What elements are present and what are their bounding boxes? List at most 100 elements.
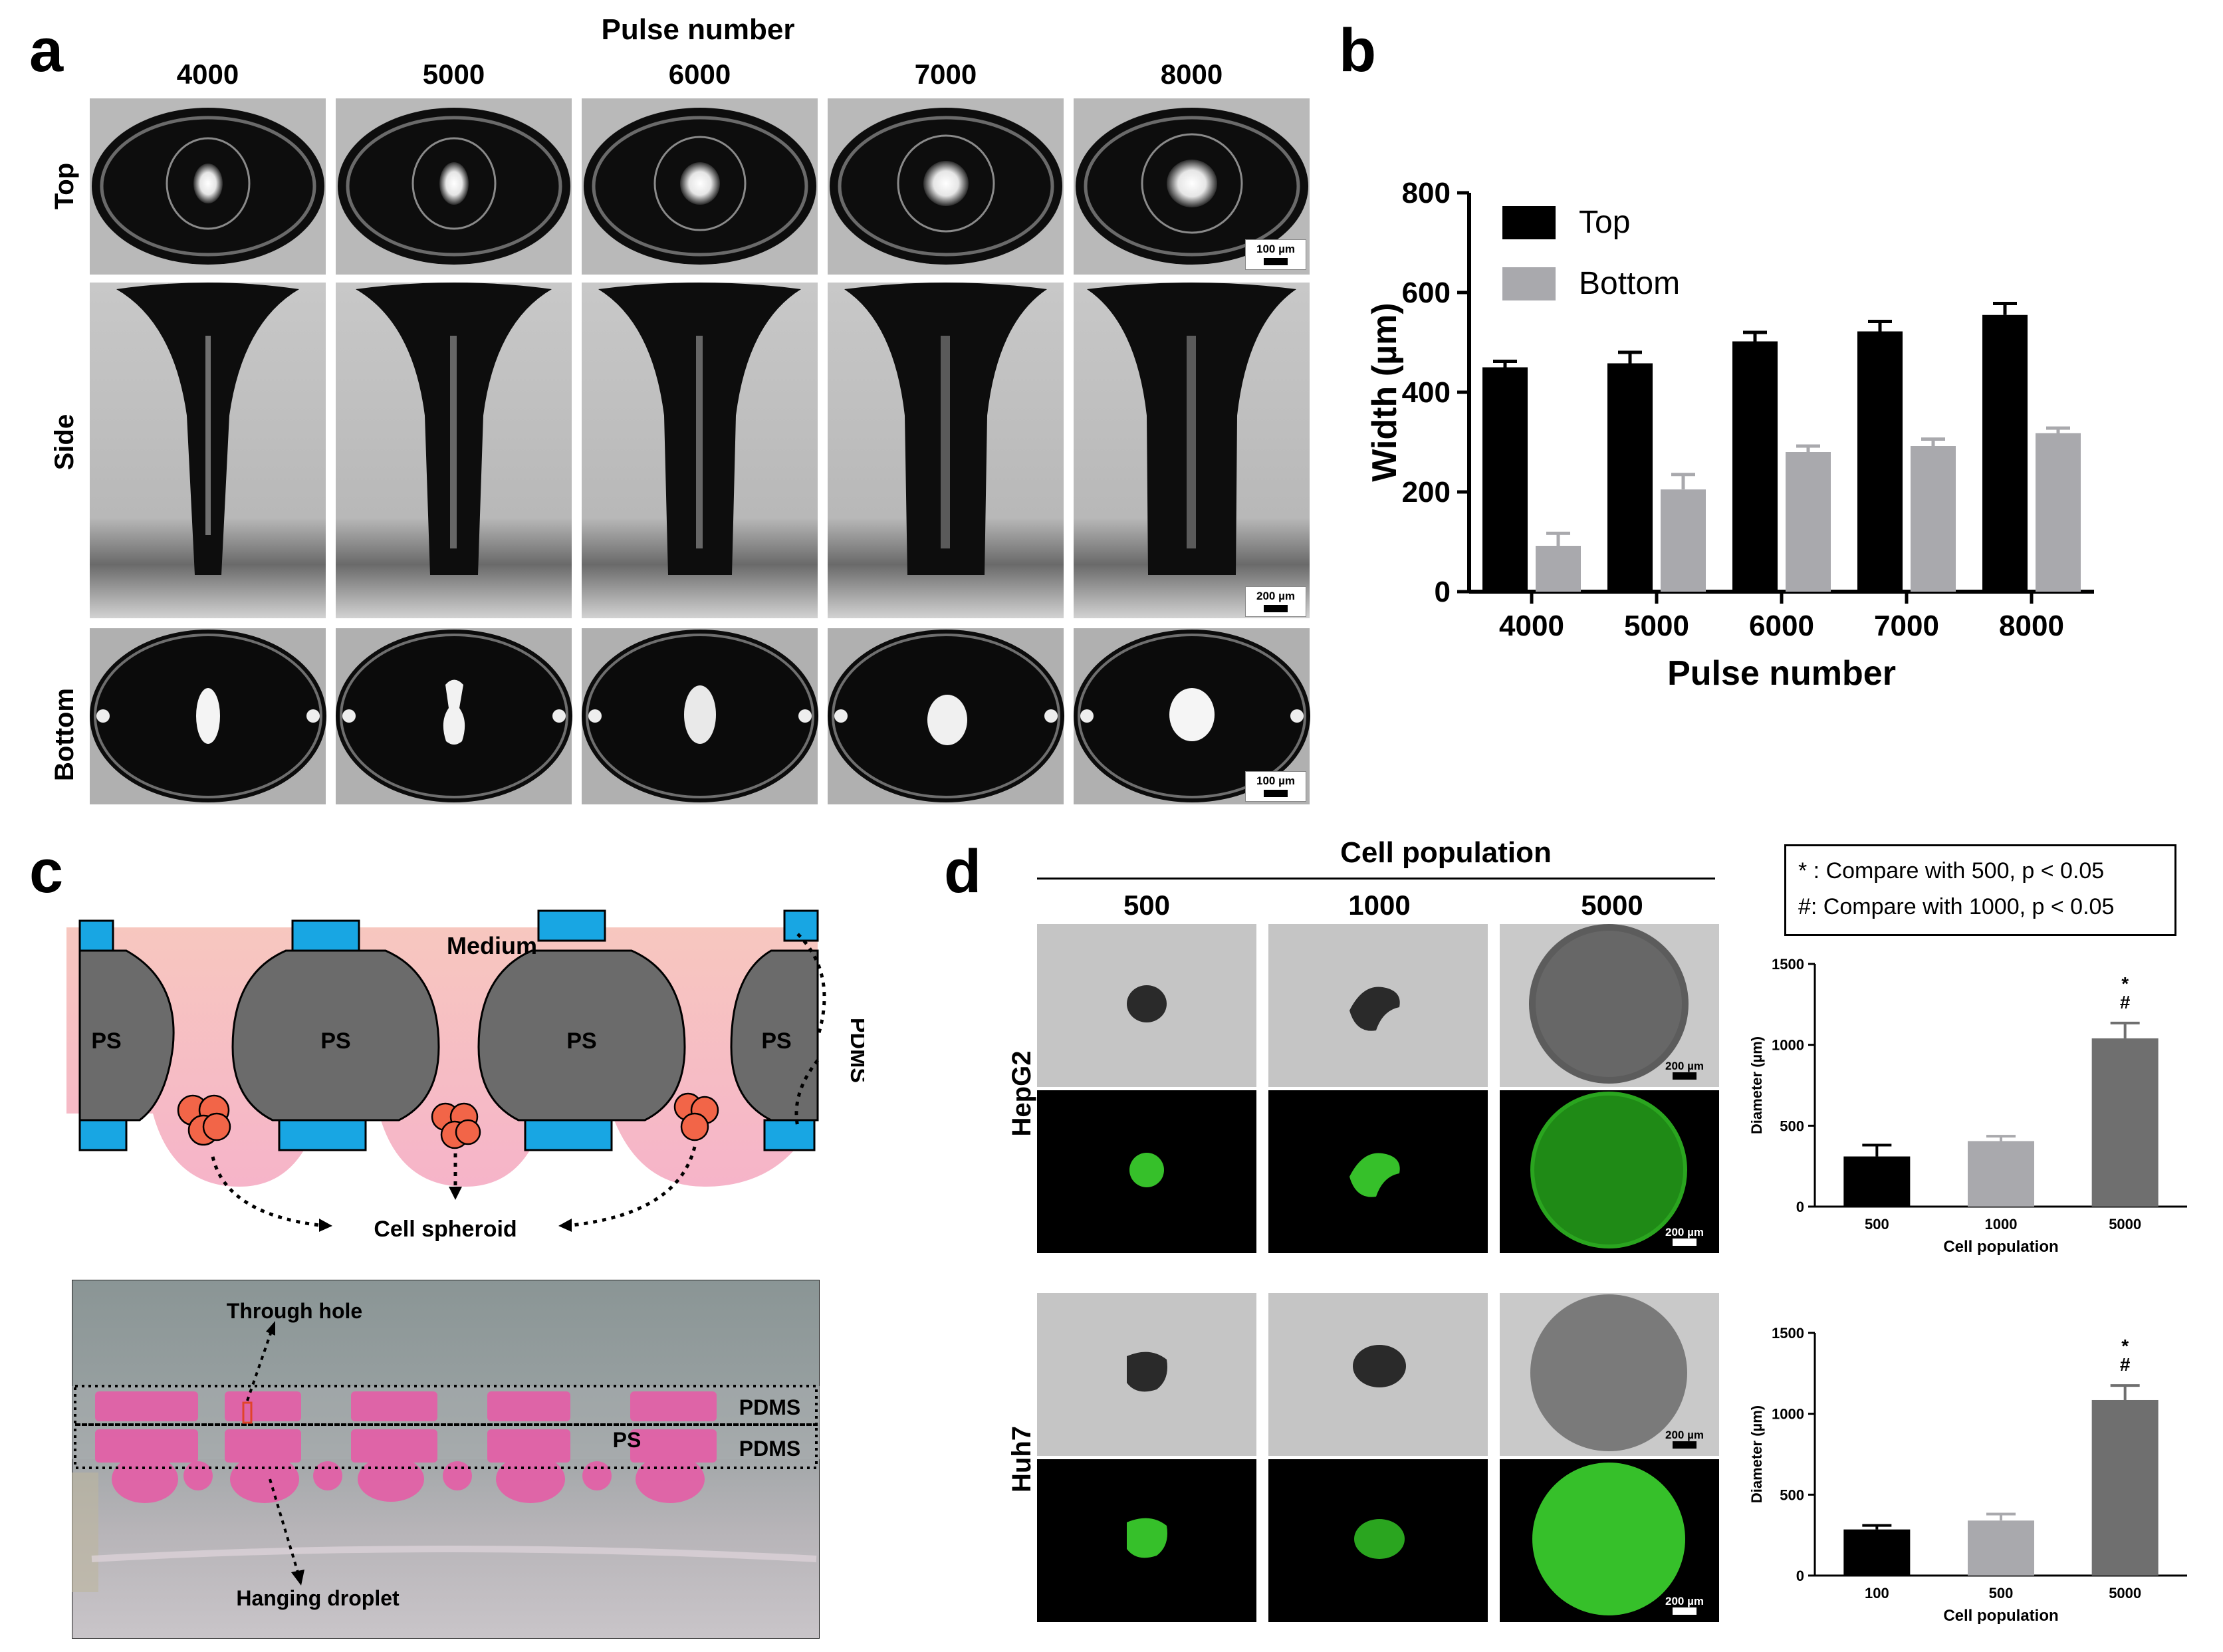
y-tick-label: 0 — [1796, 1568, 1804, 1584]
x-tick-label: 100 — [1865, 1585, 1889, 1601]
top-image-4000 — [90, 98, 326, 275]
x-tick-label: 8000 — [1999, 610, 2064, 642]
pdms-bottom-4 — [763, 1119, 816, 1151]
column-label-8000: 8000 — [1160, 59, 1223, 90]
pdms-label: PDMS — [846, 1018, 864, 1083]
d-column-label-500: 500 — [1123, 889, 1171, 921]
bar-bottom-8000 — [2036, 433, 2081, 592]
panel-label-a: a — [29, 17, 64, 84]
huh7-scale-bar-bright: 200 µm — [1654, 1426, 1715, 1453]
bar-500 — [1968, 1520, 2034, 1576]
x-tick-label: 4000 — [1499, 610, 1564, 642]
x-tick-label: 5000 — [2109, 1585, 2141, 1601]
significance-mark: # — [2120, 1354, 2131, 1375]
through-hole-label: Through hole — [227, 1299, 362, 1323]
scale-bar-bottom: 100 µm — [1245, 771, 1306, 802]
pdms-top-3 — [537, 909, 606, 942]
medium-label: Medium — [447, 932, 537, 959]
y-tick-label: 500 — [1780, 1486, 1804, 1503]
x-tick-label: 7000 — [1874, 610, 1939, 642]
ps-label-1: PS — [91, 1028, 121, 1054]
column-label-5000: 5000 — [422, 59, 485, 90]
legend-line-1: * : Compare with 500, p < 0.05 — [1798, 858, 2105, 884]
y-tick-label: 600 — [1402, 277, 1451, 309]
ps-block-3 — [477, 949, 686, 1121]
scale-bar-side: 200 µm — [1245, 586, 1306, 617]
photo-pdms-top-label: PDMS — [739, 1395, 800, 1419]
side-view-micrographs — [90, 283, 1310, 618]
column-label-6000: 6000 — [668, 59, 731, 90]
side-image-6000 — [582, 283, 818, 618]
bar-100 — [1843, 1529, 1911, 1576]
significance-mark: * — [2121, 973, 2129, 994]
top-image-6000 — [582, 98, 818, 275]
bar-bottom-5000 — [1661, 489, 1706, 592]
significance-mark: * — [2121, 1336, 2129, 1356]
hanging-droplet-label: Hanging droplet — [236, 1586, 400, 1610]
device-photograph: Through hole PDMS PS PDMS Hanging drople… — [72, 1280, 820, 1639]
y-tick-label: 1000 — [1772, 1037, 1804, 1054]
x-axis-label: Pulse number — [1667, 654, 1896, 693]
pdms-bottom-1 — [78, 1119, 128, 1151]
hepg2-scale-bar-fluor: 200 µm — [1654, 1223, 1715, 1250]
column-label-7000: 7000 — [914, 59, 977, 90]
row-label-side: Side — [50, 413, 79, 471]
y-tick-label: 400 — [1402, 376, 1451, 409]
spheroid-group — [177, 1092, 719, 1149]
cell-spheroid-label: Cell spheroid — [374, 1217, 517, 1242]
row-label-top: Top — [50, 162, 79, 210]
y-tick-label: 1000 — [1772, 1406, 1804, 1423]
legend-label-bottom: Bottom — [1579, 266, 1680, 301]
significance-legend: * : Compare with 500, p < 0.05 #: Compar… — [1784, 844, 2176, 936]
legend-swatch-top — [1502, 206, 1556, 239]
ps-label-3: PS — [566, 1028, 596, 1054]
bar-top-4000 — [1482, 367, 1528, 592]
y-tick-label: 0 — [1435, 576, 1451, 608]
photo-ps-label: PS — [613, 1428, 642, 1452]
x-tick-label: 6000 — [1749, 610, 1814, 642]
bar-5000 — [2091, 1399, 2159, 1576]
side-image-5000 — [336, 283, 572, 618]
x-axis-label: Cell population — [1943, 1607, 2058, 1625]
y-tick-label: 200 — [1402, 476, 1451, 509]
ps-block-1 — [78, 949, 175, 1121]
ps-label-4: PS — [761, 1028, 791, 1054]
medium-region — [66, 927, 818, 1187]
bottom-image-4000 — [90, 628, 326, 804]
bar-top-8000 — [1982, 314, 2028, 592]
y-tick-label: 800 — [1402, 177, 1451, 209]
side-image-8000 — [1074, 283, 1310, 618]
huh7-micrographs — [1037, 1293, 1719, 1622]
top-view-micrographs — [90, 98, 1310, 275]
pink-droplets — [95, 1391, 717, 1503]
legend-swatch-bottom — [1502, 267, 1556, 300]
ps-block-2 — [231, 949, 440, 1121]
panel-label-c: c — [29, 838, 64, 905]
y-axis-label: Width (µm) — [1369, 302, 1404, 481]
bar-bottom-6000 — [1786, 452, 1831, 592]
row-label-bottom: Bottom — [50, 688, 79, 781]
top-image-7000 — [828, 98, 1064, 275]
through-hole-marker — [242, 1401, 253, 1424]
bar-top-6000 — [1732, 341, 1778, 592]
x-tick-label: 500 — [1989, 1585, 2014, 1601]
cell-population-header: Cell population — [1340, 836, 1552, 869]
row-label-huh7: Huh7 — [1007, 1426, 1036, 1492]
hepg2-micrographs — [1037, 924, 1719, 1253]
bottom-view-micrographs — [90, 628, 1310, 804]
legend-label-top: Top — [1579, 205, 1630, 240]
ps-label-2: PS — [320, 1028, 350, 1054]
panel-label-b: b — [1339, 17, 1377, 84]
side-image-4000 — [90, 283, 326, 618]
panel-label-d: d — [944, 838, 982, 905]
huh7-scale-bar-fluor: 200 µm — [1654, 1592, 1715, 1619]
y-tick-label: 1500 — [1772, 1325, 1804, 1342]
d-column-label-1000: 1000 — [1348, 889, 1411, 921]
photo-pdms-bottom-label: PDMS — [739, 1437, 800, 1461]
bar-bottom-4000 — [1536, 546, 1581, 592]
significance-mark: # — [2120, 992, 2131, 1012]
bottom-image-7000 — [828, 628, 1064, 804]
